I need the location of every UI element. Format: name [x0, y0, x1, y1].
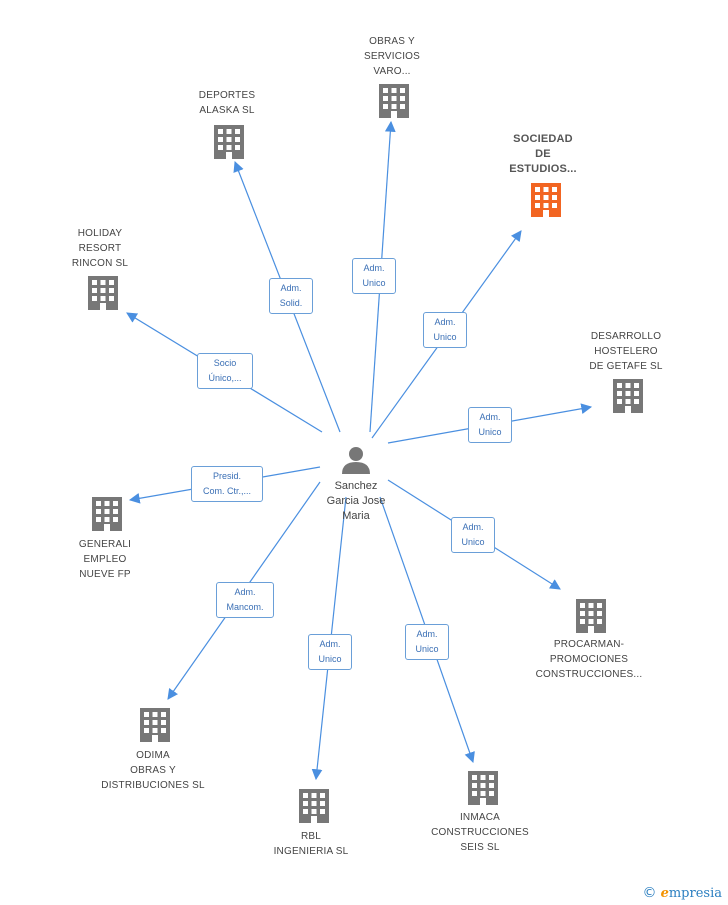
relation-box-desarrollo-hostelero-getafe[interactable]: Adm. Unico [468, 407, 512, 443]
person-icon[interactable] [342, 447, 370, 474]
building-icon-rbl-ingenieria[interactable] [299, 789, 329, 823]
icons-layer [88, 84, 643, 823]
building-icon-odima[interactable] [140, 708, 170, 742]
brand-initial: e [660, 886, 669, 901]
relation-box-sociedad-de-estudios[interactable]: Adm. Unico [423, 312, 467, 348]
building-icon-inmaca-construcciones-seis[interactable] [468, 771, 498, 805]
copyright-brand: © empresia [642, 885, 722, 901]
person-name[interactable]: Sanchez Garcia Jose Maria [326, 480, 386, 522]
company-label-odima[interactable]: ODIMA OBRAS Y DISTRIBUCIONES SL [101, 750, 205, 791]
relation-box-rbl-ingenieria[interactable]: Adm. Unico [308, 634, 352, 670]
company-label-inmaca-construcciones-seis[interactable]: INMACA CONSTRUCCIONES SEIS SL [431, 812, 529, 853]
copyright-icon: © [642, 885, 657, 901]
company-label-desarrollo-hostelero-getafe[interactable]: DESARROLLO HOSTELERO DE GETAFE SL [589, 331, 663, 372]
building-icon-deportes-alaska[interactable] [214, 125, 244, 159]
building-icon-holiday-resort-rincon[interactable] [88, 276, 118, 310]
company-label-holiday-resort-rincon[interactable]: HOLIDAY RESORT RINCON SL [71, 228, 129, 269]
brand-name: mpresia [668, 886, 722, 901]
relation-box-obras-y-servicios-varo[interactable]: Adm. Unico [352, 258, 396, 294]
company-label-procarman[interactable]: PROCARMAN- PROMOCIONES CONSTRUCCIONES... [535, 639, 643, 680]
relation-box-procarman[interactable]: Adm. Unico [451, 517, 495, 553]
relation-box-generali-empleo-nueve[interactable]: Presid. Com. Ctr.,... [191, 466, 263, 502]
relation-box-odima[interactable]: Adm. Mancom. [216, 582, 274, 618]
company-label-sociedad-de-estudios[interactable]: SOCIEDAD DE ESTUDIOS... [509, 133, 577, 175]
building-icon-desarrollo-hostelero-getafe[interactable] [613, 379, 643, 413]
company-label-rbl-ingenieria[interactable]: RBL INGENIERIA SL [273, 831, 349, 857]
relation-box-inmaca-construcciones-seis[interactable]: Adm. Unico [405, 624, 449, 660]
building-icon-procarman[interactable] [576, 599, 606, 633]
company-label-obras-y-servicios-varo[interactable]: OBRAS Y SERVICIOS VARO... [363, 36, 421, 77]
company-label-deportes-alaska[interactable]: DEPORTES ALASKA SL [198, 90, 256, 116]
relation-box-deportes-alaska[interactable]: Adm. Solid. [269, 278, 313, 314]
building-icon-generali-empleo-nueve[interactable] [92, 497, 122, 531]
building-icon-sociedad-de-estudios[interactable] [531, 183, 561, 217]
building-icon-obras-y-servicios-varo[interactable] [379, 84, 409, 118]
company-label-generali-empleo-nueve[interactable]: GENERALI EMPLEO NUEVE FP [78, 539, 132, 580]
relation-box-holiday-resort-rincon[interactable]: Socio Único,... [197, 353, 253, 389]
